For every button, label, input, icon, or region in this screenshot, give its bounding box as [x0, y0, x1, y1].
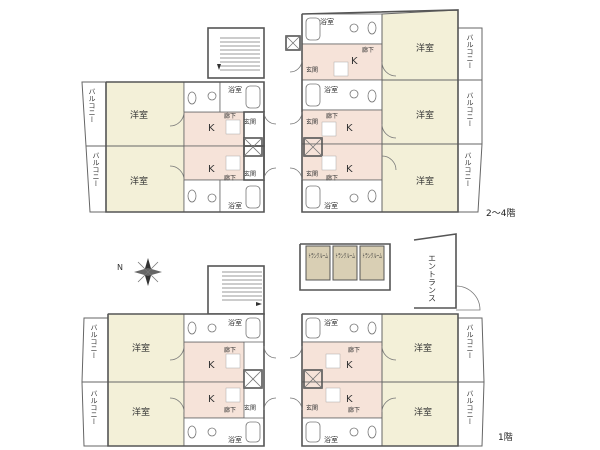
bath-label: 浴室	[228, 85, 242, 94]
western-room-label: 洋室	[130, 175, 148, 187]
bathtub-icon	[245, 17, 321, 209]
bath-label: 浴室	[324, 201, 338, 210]
western-room-label: 洋室	[416, 109, 434, 121]
kitchen-label: K	[208, 394, 215, 405]
entrance-label: 玄関	[306, 404, 318, 412]
entrance-label: 玄関	[244, 170, 256, 178]
western-room-label: 洋室	[416, 175, 434, 187]
kitchen-label: K	[346, 360, 353, 371]
bath-label: 浴室	[228, 201, 242, 210]
bath-label: 浴室	[324, 85, 338, 94]
kitchen-label: K	[208, 123, 215, 134]
balcony-label: バルコニー	[464, 152, 472, 187]
western-room-label: 洋室	[130, 109, 148, 121]
sink-icon	[207, 323, 359, 437]
bath-label: 浴室	[228, 318, 242, 327]
toilet-icon	[187, 321, 377, 439]
kitchen-label: K	[346, 394, 353, 405]
balcony-label: バルコニー	[466, 34, 474, 69]
corridor-label: 廊下	[326, 174, 338, 182]
western-room-label: 洋室	[414, 406, 432, 418]
stair-icon	[207, 265, 265, 315]
ground-floor-plan: N トランクルーム トランクルーム トランクルーム エントランス	[81, 233, 513, 447]
balcony-label: バルコニー	[90, 390, 98, 425]
bath-label: 浴室	[324, 435, 338, 444]
stair-icon	[207, 27, 265, 79]
unit-right-middle	[301, 79, 483, 145]
building-entrance-label: エントランス	[428, 254, 437, 302]
balcony-label: バルコニー	[90, 324, 98, 359]
entrance-label: 玄関	[306, 170, 318, 178]
corridor-label: 廊下	[224, 406, 236, 414]
corridor-label: 廊下	[348, 406, 360, 414]
balcony-label: バルコニー	[466, 92, 474, 127]
trunk-room-block: トランクルーム トランクルーム トランクルーム	[299, 243, 391, 291]
western-room-label: 洋室	[414, 342, 432, 354]
corridor-label: 廊下	[326, 112, 338, 120]
trunk-room-label: トランクルーム	[362, 253, 382, 260]
unit-left-bottom	[85, 145, 265, 213]
unit-right-bottom	[301, 143, 483, 213]
compass-north-label: N	[117, 263, 123, 272]
entrance-label: 玄関	[244, 404, 256, 412]
door-swing-icon	[169, 345, 397, 413]
corridor-label: 廊下	[224, 174, 236, 182]
door-swing-icon	[169, 59, 397, 181]
bath-label: 浴室	[324, 318, 338, 327]
entrance-label: 玄関	[306, 118, 318, 126]
western-room-label: 洋室	[132, 342, 150, 354]
upper-floor-label: 2～4階	[486, 208, 515, 219]
corridor-label: 廊下	[224, 112, 236, 120]
corridor-label: 廊下	[224, 346, 236, 354]
western-room-label: 洋室	[416, 42, 434, 54]
compass-icon: N	[117, 258, 162, 286]
kitchen-label: K	[208, 164, 215, 175]
balcony-label: バルコニー	[466, 324, 474, 359]
kitchen-label: K	[351, 56, 358, 67]
balcony-label: バルコニー	[92, 152, 100, 187]
corridor-label: 廊下	[348, 346, 360, 354]
corridor-label: 廊下	[362, 46, 374, 54]
entrance-label: 玄関	[306, 66, 318, 74]
trunk-room-label: トランクルーム	[308, 253, 328, 260]
bathtub-icon	[245, 317, 321, 443]
entrance-label: 玄関	[244, 118, 256, 126]
balcony-label: バルコニー	[466, 390, 474, 425]
bath-label: 浴室	[320, 17, 334, 26]
upper-floor-plan: 洋室 洋室 洋室 洋室 洋室 浴室 浴室 浴室 浴室 浴室 廊下 廊下 廊下 廊…	[81, 9, 515, 219]
toilet-icon	[187, 21, 377, 203]
trunk-room-label: トランクルーム	[335, 253, 355, 260]
bath-label: 浴室	[228, 435, 242, 444]
kitchen-label: K	[346, 123, 353, 134]
kitchen-label: K	[208, 360, 215, 371]
balcony-label: バルコニー	[88, 88, 96, 123]
western-room-label: 洋室	[132, 406, 150, 418]
sink-icon	[207, 23, 359, 203]
unit-ground-right-top	[301, 313, 485, 383]
ground-floor-label: 1階	[498, 432, 513, 443]
kitchen-label: K	[346, 164, 353, 175]
